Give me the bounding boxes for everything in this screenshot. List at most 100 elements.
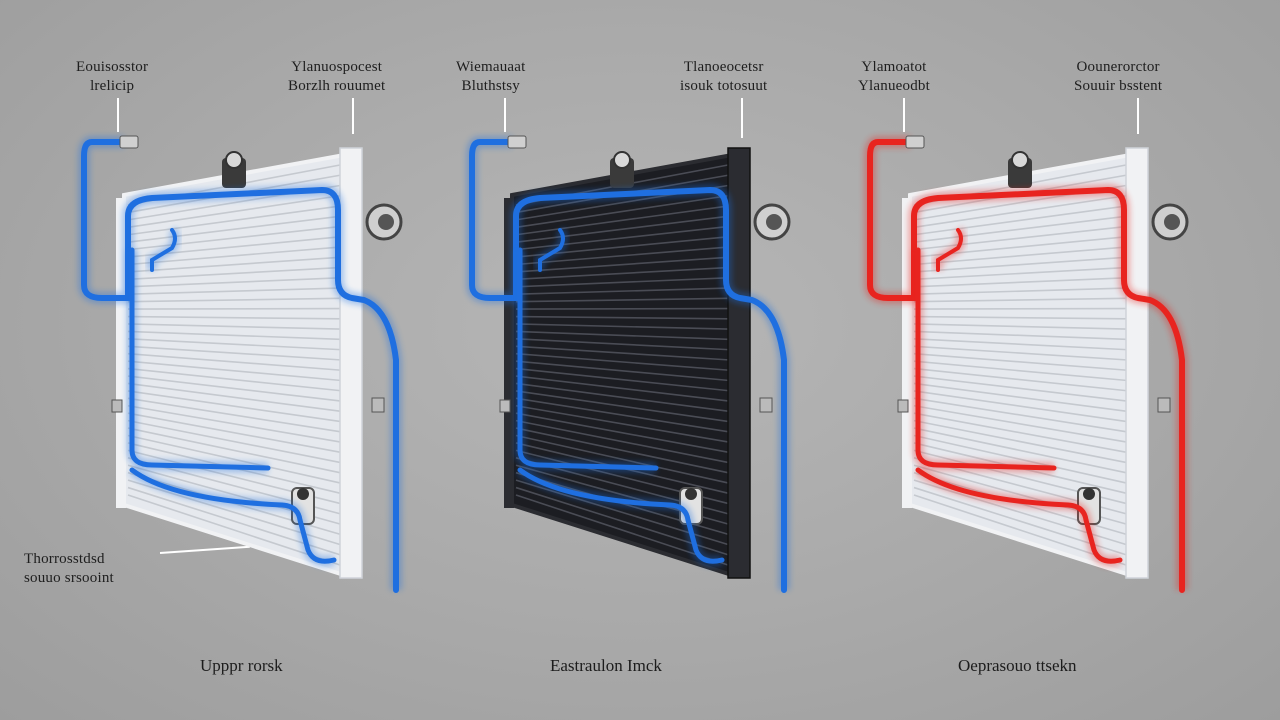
radiator-fin <box>913 434 1127 484</box>
radiator-fin <box>913 345 1127 361</box>
inlet-nozzle <box>905 135 925 149</box>
black-radiator-cold <box>466 135 791 593</box>
radiator-fin <box>127 246 341 266</box>
radiator-fin <box>913 215 1127 243</box>
filler-cap <box>225 151 243 169</box>
radiator-fin <box>515 382 729 412</box>
inlet-nozzle <box>507 135 527 149</box>
fitting <box>371 397 385 413</box>
radiator-fin <box>515 266 729 281</box>
thermostat-housing <box>378 214 394 230</box>
coolant-pipe <box>517 467 725 564</box>
coolant-pipe <box>469 139 787 593</box>
radiator-fin <box>515 287 729 296</box>
radiator-fin <box>127 194 341 229</box>
radiator-fin <box>515 397 729 433</box>
radiator-fin <box>913 266 1127 281</box>
radiator-fin <box>913 246 1127 266</box>
filler-cap <box>1011 151 1029 169</box>
caption-center: Eastraulon Imck <box>550 656 662 675</box>
radiator-fin <box>515 427 729 474</box>
radiator-fin <box>913 412 1127 453</box>
leader-line <box>1137 98 1139 134</box>
side-tank <box>727 147 751 579</box>
coolant-pipe <box>915 247 1057 471</box>
radiator-fin <box>913 330 1127 341</box>
drain-valve <box>297 488 309 500</box>
radiator-fin <box>515 338 729 351</box>
radiator-fin <box>515 367 729 392</box>
leader-line <box>352 98 354 134</box>
filler-cap <box>613 151 631 169</box>
radiator-fin <box>127 277 341 288</box>
radiator-fin <box>515 256 729 273</box>
radiator-fin <box>515 246 729 266</box>
radiator-fin <box>127 352 341 371</box>
radiator-fin <box>913 367 1127 392</box>
coolant-pipe <box>150 228 177 272</box>
radiator-fin <box>127 427 341 474</box>
radiator-fin <box>127 225 341 251</box>
radiator-fin <box>127 266 341 281</box>
thermostat-housing <box>766 214 782 230</box>
aluminum-radiator-cold <box>78 135 403 593</box>
radiator-fin <box>127 307 341 310</box>
leader-line <box>741 98 743 138</box>
radiator-fin <box>913 297 1127 303</box>
side-tank <box>504 198 514 508</box>
radiator-fin <box>515 360 729 382</box>
radiator-fin <box>913 352 1127 371</box>
radiator-fin <box>515 323 729 330</box>
radiator-fin <box>913 390 1127 423</box>
radiator-fin <box>913 277 1127 288</box>
radiator-fin <box>515 352 729 371</box>
radiator-fin <box>913 419 1127 464</box>
radiator-fin <box>515 205 729 236</box>
radiator-fin <box>913 307 1127 310</box>
radiator-fin <box>127 256 341 273</box>
radiator-fin <box>127 345 341 361</box>
radiator-fin <box>913 315 1127 320</box>
coolant-pipe <box>517 247 659 471</box>
radiator-fin <box>127 315 341 320</box>
coolant-pipe <box>915 467 1123 564</box>
fitting <box>111 399 123 413</box>
radiator-fin <box>127 412 341 453</box>
radiator-fin <box>127 297 341 303</box>
fitting <box>1157 397 1171 413</box>
radiator-fin <box>515 277 729 288</box>
leader-line <box>903 98 905 132</box>
radiator-fin <box>127 367 341 392</box>
radiator-fin <box>913 360 1127 382</box>
radiator-fin <box>127 390 341 423</box>
radiator-fin <box>127 434 341 484</box>
radiator-fin <box>913 256 1127 273</box>
thermostat-housing <box>1164 214 1180 230</box>
drain-valve <box>685 488 697 500</box>
side-tank <box>902 198 912 508</box>
radiator-fin <box>127 419 341 464</box>
leader-line <box>117 98 119 132</box>
side-tank <box>1125 147 1149 579</box>
radiator-fin <box>515 412 729 453</box>
radiator-fin <box>913 382 1127 412</box>
radiator-fin <box>515 215 729 243</box>
radiator-fin <box>515 194 729 229</box>
drain-valve <box>1083 488 1095 500</box>
coolant-pipe <box>936 228 963 272</box>
radiator-fin <box>913 205 1127 236</box>
coolant-pipe <box>129 467 337 564</box>
coolant-pipe <box>538 228 565 272</box>
radiator-fin <box>127 397 341 433</box>
radiator-fin <box>127 382 341 412</box>
coolant-pipe <box>129 247 271 471</box>
radiator-fin <box>913 287 1127 296</box>
side-tank <box>339 147 363 579</box>
radiator-fin <box>127 205 341 236</box>
fitting <box>897 399 909 413</box>
